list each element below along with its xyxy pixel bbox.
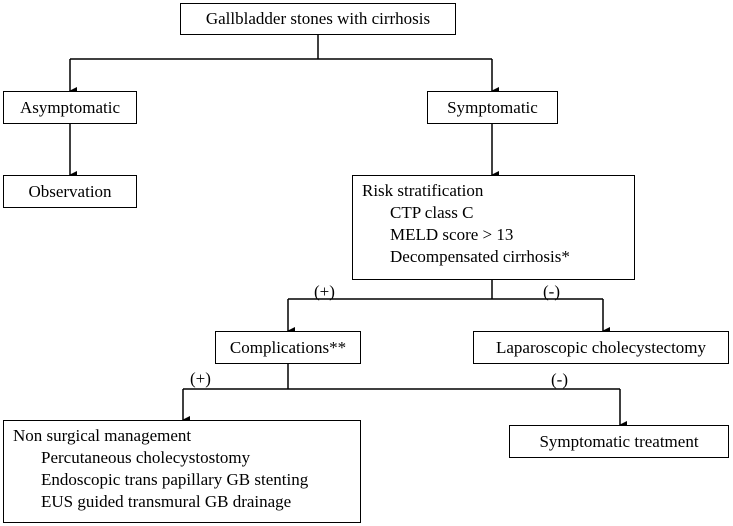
risk-stratification-title: Risk stratification — [362, 181, 484, 200]
observation-node: Observation — [3, 175, 137, 208]
risk-negative-label: (-) — [543, 282, 560, 301]
symptomatic-treatment-node: Symptomatic treatment — [509, 425, 729, 458]
risk-item: CTP class C — [390, 203, 474, 222]
risk-item: MELD score > 13 — [390, 225, 514, 244]
complications-node: Complications** — [215, 331, 361, 364]
risk-positive-label: (+) — [314, 282, 335, 301]
asymptomatic-node: Asymptomatic — [3, 91, 137, 124]
non-surgical-item: Percutaneous cholecystostomy — [41, 448, 251, 467]
risk-stratification-node: Risk stratification CTP class C MELD sco… — [352, 175, 635, 280]
symptomatic-node: Symptomatic — [427, 91, 558, 124]
non-surgical-item: Endoscopic trans papillary GB stenting — [41, 470, 309, 489]
root-node: Gallbladder stones with cirrhosis — [180, 3, 456, 35]
complications-positive-label: (+) — [190, 369, 211, 388]
non-surgical-management-node: Non surgical management Percutaneous cho… — [3, 420, 361, 523]
non-surgical-item: EUS guided transmural GB drainage — [41, 492, 292, 511]
complications-negative-label: (-) — [551, 370, 568, 389]
non-surgical-title: Non surgical management — [13, 426, 192, 445]
laparoscopic-cholecystectomy-node: Laparoscopic cholecystectomy — [473, 331, 729, 364]
risk-item: Decompensated cirrhosis* — [390, 247, 570, 266]
